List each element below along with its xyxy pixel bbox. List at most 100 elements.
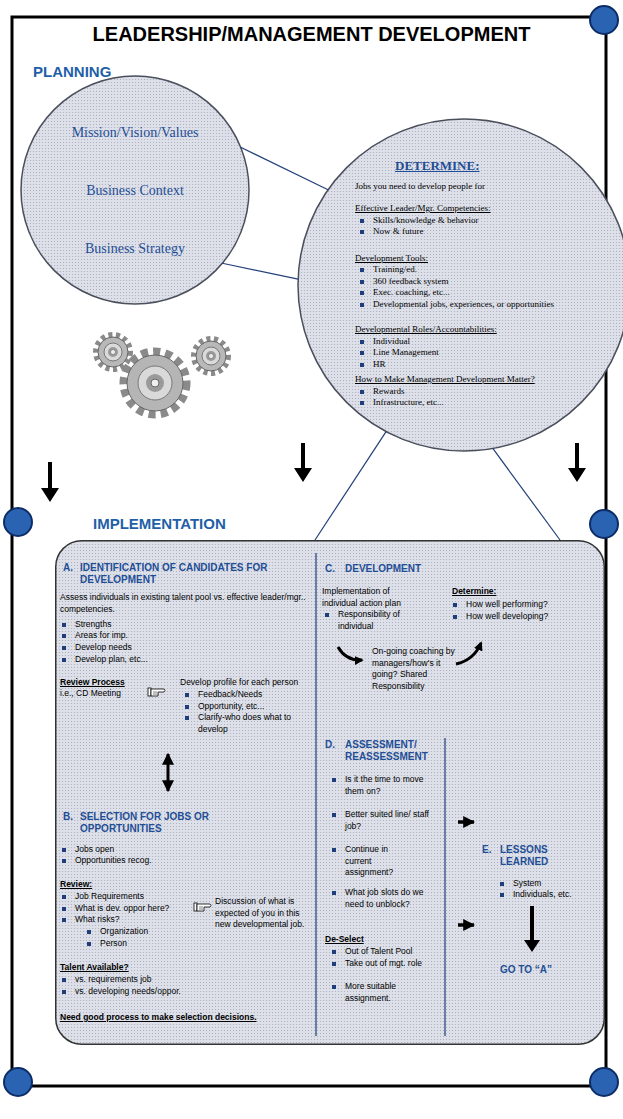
body-text: Rewards <box>373 386 573 397</box>
bullet-square <box>185 716 189 720</box>
body-text: Jobs open <box>75 844 225 856</box>
body-text: Better suited line/ staff job? <box>345 809 433 832</box>
body-text: How well developing? <box>466 611 578 623</box>
body-text: Business Strategy <box>35 240 235 258</box>
bullet-square <box>332 891 336 895</box>
body-text: vs. requirements job <box>75 974 225 986</box>
connector <box>315 432 386 540</box>
bullet-square <box>62 646 66 650</box>
circle-shape <box>21 76 249 304</box>
bullet-square <box>62 634 66 638</box>
bullet-square <box>500 882 504 886</box>
body-text: How to Make Management Development Matte… <box>355 374 590 385</box>
goto-arrow <box>524 906 540 952</box>
heading-text: ASSESSMENT/ REASSESSMENT <box>345 739 437 763</box>
body-text: More suitable assignment. <box>345 981 423 1004</box>
bullet-square <box>87 930 91 934</box>
body-text: Organization <box>100 926 190 938</box>
flow-arrows <box>41 443 586 502</box>
heading-text: SELECTION FOR JOBS OR OPPORTUNITIES <box>80 811 214 835</box>
bullet-square <box>360 230 364 234</box>
bullet-square <box>332 848 336 852</box>
heading-text: DETERMINE: <box>395 158 525 174</box>
heading-text: LESSONS LEARNED <box>500 844 570 868</box>
bullet-square <box>62 848 66 852</box>
body-text: What risks? <box>75 914 185 926</box>
body-text: Now & future <box>373 226 583 237</box>
connector <box>222 263 298 279</box>
bullet-square <box>360 280 364 284</box>
body-text: Develop profile for each person <box>180 677 314 689</box>
bullet-square <box>360 351 364 355</box>
bullet-square <box>360 401 364 405</box>
bullet-square <box>360 219 364 223</box>
connector <box>458 923 474 927</box>
body-text: Out of Talent Pool <box>345 946 440 958</box>
body-text: HR <box>373 359 583 370</box>
body-text: Opportunity, etc... <box>198 701 310 713</box>
body-text: On-going coaching by managers/how's it g… <box>372 646 464 692</box>
body-text: Mission/Vision/Values <box>35 124 235 142</box>
body-text: Job Requirements <box>75 891 190 903</box>
section-panel: B.SELECTION FOR JOBS OR OPPORTUNITIES Job… <box>60 797 314 1037</box>
body-text: Feedback/Needs <box>198 689 310 701</box>
bullet-square <box>360 291 364 295</box>
section-panel: E.LESSONS LEARNEDSystemIndividuals, etc.… <box>480 735 600 1040</box>
body-text: Continue in current assignment? <box>345 844 405 879</box>
body-text: Infrastructure, etc... <box>373 397 573 408</box>
body-text: Implementation of individual action plan <box>322 586 427 609</box>
heading-text: E. <box>482 844 498 856</box>
bullet-square <box>332 950 336 954</box>
body-text: Clarify-who does what to develop <box>198 712 312 735</box>
body-text: Responsibility of individual <box>338 609 418 632</box>
pointing-hand-icon <box>194 903 211 911</box>
pointing-hand-icon <box>148 688 165 696</box>
section-panel: C. DEVELOPMENT Implementation of individua… <box>320 553 600 731</box>
connector <box>493 448 560 540</box>
bullet-square <box>185 693 189 697</box>
body-text: What job slots do we need to unblock? <box>345 887 427 910</box>
heading-text: IDENTIFICATION OF CANDIDATES FOR DEVELOP… <box>80 562 280 586</box>
body-text: Assess individuals in existing talent po… <box>60 592 312 615</box>
bullet-square <box>62 895 66 899</box>
bullet-square <box>62 990 66 994</box>
heading-text: GO TO “A” <box>500 964 590 976</box>
body-text: Developmental jobs, experiences, or oppo… <box>373 299 591 310</box>
diagram-title: LEADERSHIP/MANAGEMENT DEVELOPMENT <box>0 22 623 46</box>
heading-text: D. <box>325 739 341 751</box>
body-text: Line Management <box>373 347 583 358</box>
section-dividers <box>316 553 445 1036</box>
bullet-square <box>360 268 364 272</box>
body-text: Skills/knowledge & behavior <box>373 215 583 226</box>
determine-circle: DETERMINE:Jobs you need to develop peopl… <box>297 118 623 452</box>
heading-text: DEVELOPMENT <box>345 563 465 575</box>
bullet-square <box>453 603 457 607</box>
body-text: Business Context <box>35 182 235 200</box>
section-panel: D.ASSESSMENT/ REASSESSMENTIs it the time… <box>320 735 458 1040</box>
heading-text: Need good process to make selection deci… <box>60 1012 312 1024</box>
heading-text: A. <box>63 562 79 574</box>
bullet-square <box>360 303 364 307</box>
gear-illustration <box>96 335 228 414</box>
bullet-square <box>500 893 504 897</box>
bullet-square <box>332 962 336 966</box>
implementation-panel: IMPLEMENTATIONA.IDENTIFICATION OF CANDID… <box>55 540 605 1045</box>
body-text: 360 feedback system <box>373 276 583 287</box>
heading-text: Review: <box>60 879 140 891</box>
bullet-square <box>332 985 336 989</box>
bullet-square <box>62 907 66 911</box>
body-text: Areas for imp. <box>75 630 195 642</box>
heading-text: C. <box>325 563 341 575</box>
bullet-square <box>360 363 364 367</box>
body-text: Effective Leader/Mgr. Competencies: <box>355 203 585 214</box>
body-text: Development Tools: <box>355 253 585 264</box>
body-text: Take out of mgt. role <box>345 958 423 970</box>
body-text: Training/ed. <box>373 264 583 275</box>
heading-text: B. <box>63 811 79 823</box>
bullet-square <box>62 859 66 863</box>
planning-circle: Mission/Vision/ValuesBusiness ContextBus… <box>20 75 250 305</box>
bullet-square <box>62 918 66 922</box>
bullet-square <box>360 340 364 344</box>
